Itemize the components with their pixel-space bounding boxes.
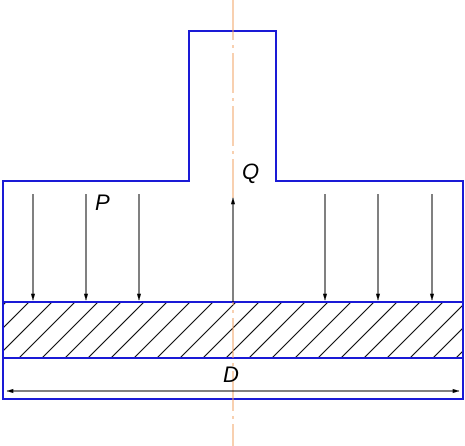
pressure-arrows bbox=[30, 194, 435, 301]
force-label: Q bbox=[242, 159, 259, 184]
pressure-label: P bbox=[95, 190, 110, 215]
slab-hatching bbox=[3, 302, 463, 358]
diameter-label: D bbox=[223, 362, 239, 387]
